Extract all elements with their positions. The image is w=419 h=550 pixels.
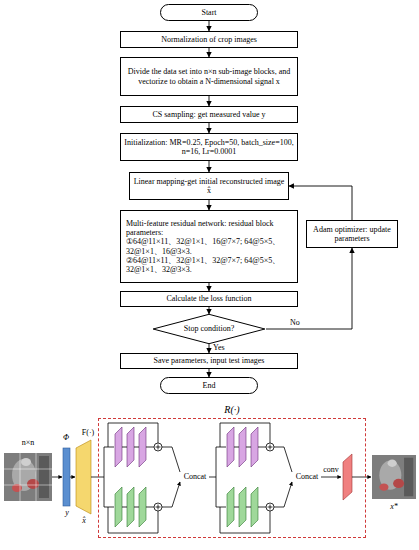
flow-connector <box>209 21 210 31</box>
process-box: CS sampling: get measured value y <box>120 106 298 123</box>
node-text: Start <box>201 8 216 17</box>
linear-mapping <box>76 440 91 514</box>
flow-connector <box>209 344 210 353</box>
conv-layer <box>251 487 258 527</box>
flow-line <box>234 447 266 507</box>
edge-label: No <box>290 318 300 327</box>
node-text: CS sampling: get measured value y <box>152 110 265 119</box>
decision-diamond: Stop condition? <box>152 314 266 344</box>
add-symbol <box>268 445 273 510</box>
merge-line <box>274 447 292 507</box>
flow-connector <box>209 200 210 210</box>
flow-connector <box>209 161 210 172</box>
merge-line <box>162 447 180 507</box>
flow-connector <box>289 186 352 220</box>
terminal-box: Start <box>160 4 258 21</box>
process-box: Normalization of crop images <box>120 31 298 48</box>
flow-arrow <box>321 477 341 478</box>
input-image <box>4 453 52 501</box>
node-text: Divide the data set into n×n sub-image b… <box>124 67 294 85</box>
conv-label: conv <box>323 465 339 474</box>
diamond-shape <box>153 314 265 343</box>
process-box: Divide the data set into n×n sub-image b… <box>120 57 298 96</box>
flow-arrow <box>52 477 62 478</box>
flow-connector <box>209 369 210 377</box>
edge-label: Yes <box>213 343 225 352</box>
matrix-label: Φ <box>63 433 69 442</box>
skip-connection <box>108 423 158 533</box>
sampling-matrix <box>63 448 70 506</box>
conv-layer <box>239 487 246 527</box>
process-box: Save parameters, input test images <box>120 353 298 369</box>
flow-connector <box>209 283 210 291</box>
process-box: Initialization: MR=0.25, Epoch=50, batch… <box>120 133 298 161</box>
node-text: Linear mapping-get initial reconstructed… <box>133 177 285 195</box>
flow-connector <box>209 307 210 314</box>
process-box: Calculate the loss function <box>120 291 298 307</box>
node-text: End <box>203 381 216 390</box>
process-box: Multi-feature residual network: residual… <box>120 210 298 283</box>
conv-layer <box>139 487 146 527</box>
process-box: Linear mapping-get initial reconstructed… <box>129 172 289 200</box>
conv-layer <box>227 487 234 527</box>
conv-layer <box>139 427 146 467</box>
flow-line <box>122 447 154 507</box>
block-grid <box>4 453 52 501</box>
node-text: Initialization: MR=0.25, Epoch=50, batch… <box>124 138 294 156</box>
flow-arrow <box>352 477 371 478</box>
output-label: x* <box>390 502 398 511</box>
concat-label: Concat <box>296 472 319 481</box>
node-text: Save parameters, input test images <box>154 356 265 365</box>
terminal-box: End <box>160 377 258 394</box>
node-text: ②64@11×11、32@1×1、32@7×7; 64@5×5、32@1×1、3… <box>126 256 292 274</box>
conv-layer <box>227 427 234 467</box>
conv-layer <box>127 427 134 467</box>
output-image <box>372 455 416 499</box>
skip-connection <box>220 423 270 533</box>
node-text: Calculate the loss function <box>166 294 251 303</box>
flow-line <box>209 447 226 507</box>
node-text: ①64@11×11、32@1×1、16@7×7; 64@5×5、32@1×1、1… <box>126 237 292 255</box>
conv-layer <box>251 427 258 467</box>
add-symbol <box>156 445 161 510</box>
block-size-label: n×n <box>22 438 35 447</box>
process-box: Adam optimizer: update parameters <box>306 220 398 248</box>
flow-connector <box>209 123 210 133</box>
signal-label: y <box>65 508 69 517</box>
conv-layer <box>239 427 246 467</box>
conv-layer <box>115 427 122 467</box>
node-text: Multi-feature residual network: residual… <box>126 219 292 237</box>
conv-layer <box>115 487 122 527</box>
output-conv-layer <box>343 454 352 500</box>
conv-layer <box>127 487 134 527</box>
node-text: Stop condition? <box>184 324 234 333</box>
node-text: R(·) <box>99 404 365 416</box>
flow-arrow <box>70 477 75 478</box>
flow-line <box>91 447 114 507</box>
function-label: F(·) <box>82 428 94 437</box>
flow-connector <box>209 48 210 57</box>
concat-label: Concat <box>184 472 207 481</box>
node-text: Adam optimizer: update parameters <box>310 225 394 243</box>
flow-connector <box>209 96 210 106</box>
residual-network-region: R(·) <box>98 418 366 538</box>
node-text: Normalization of crop images <box>161 35 257 44</box>
signal-label: x̂ <box>82 516 86 525</box>
